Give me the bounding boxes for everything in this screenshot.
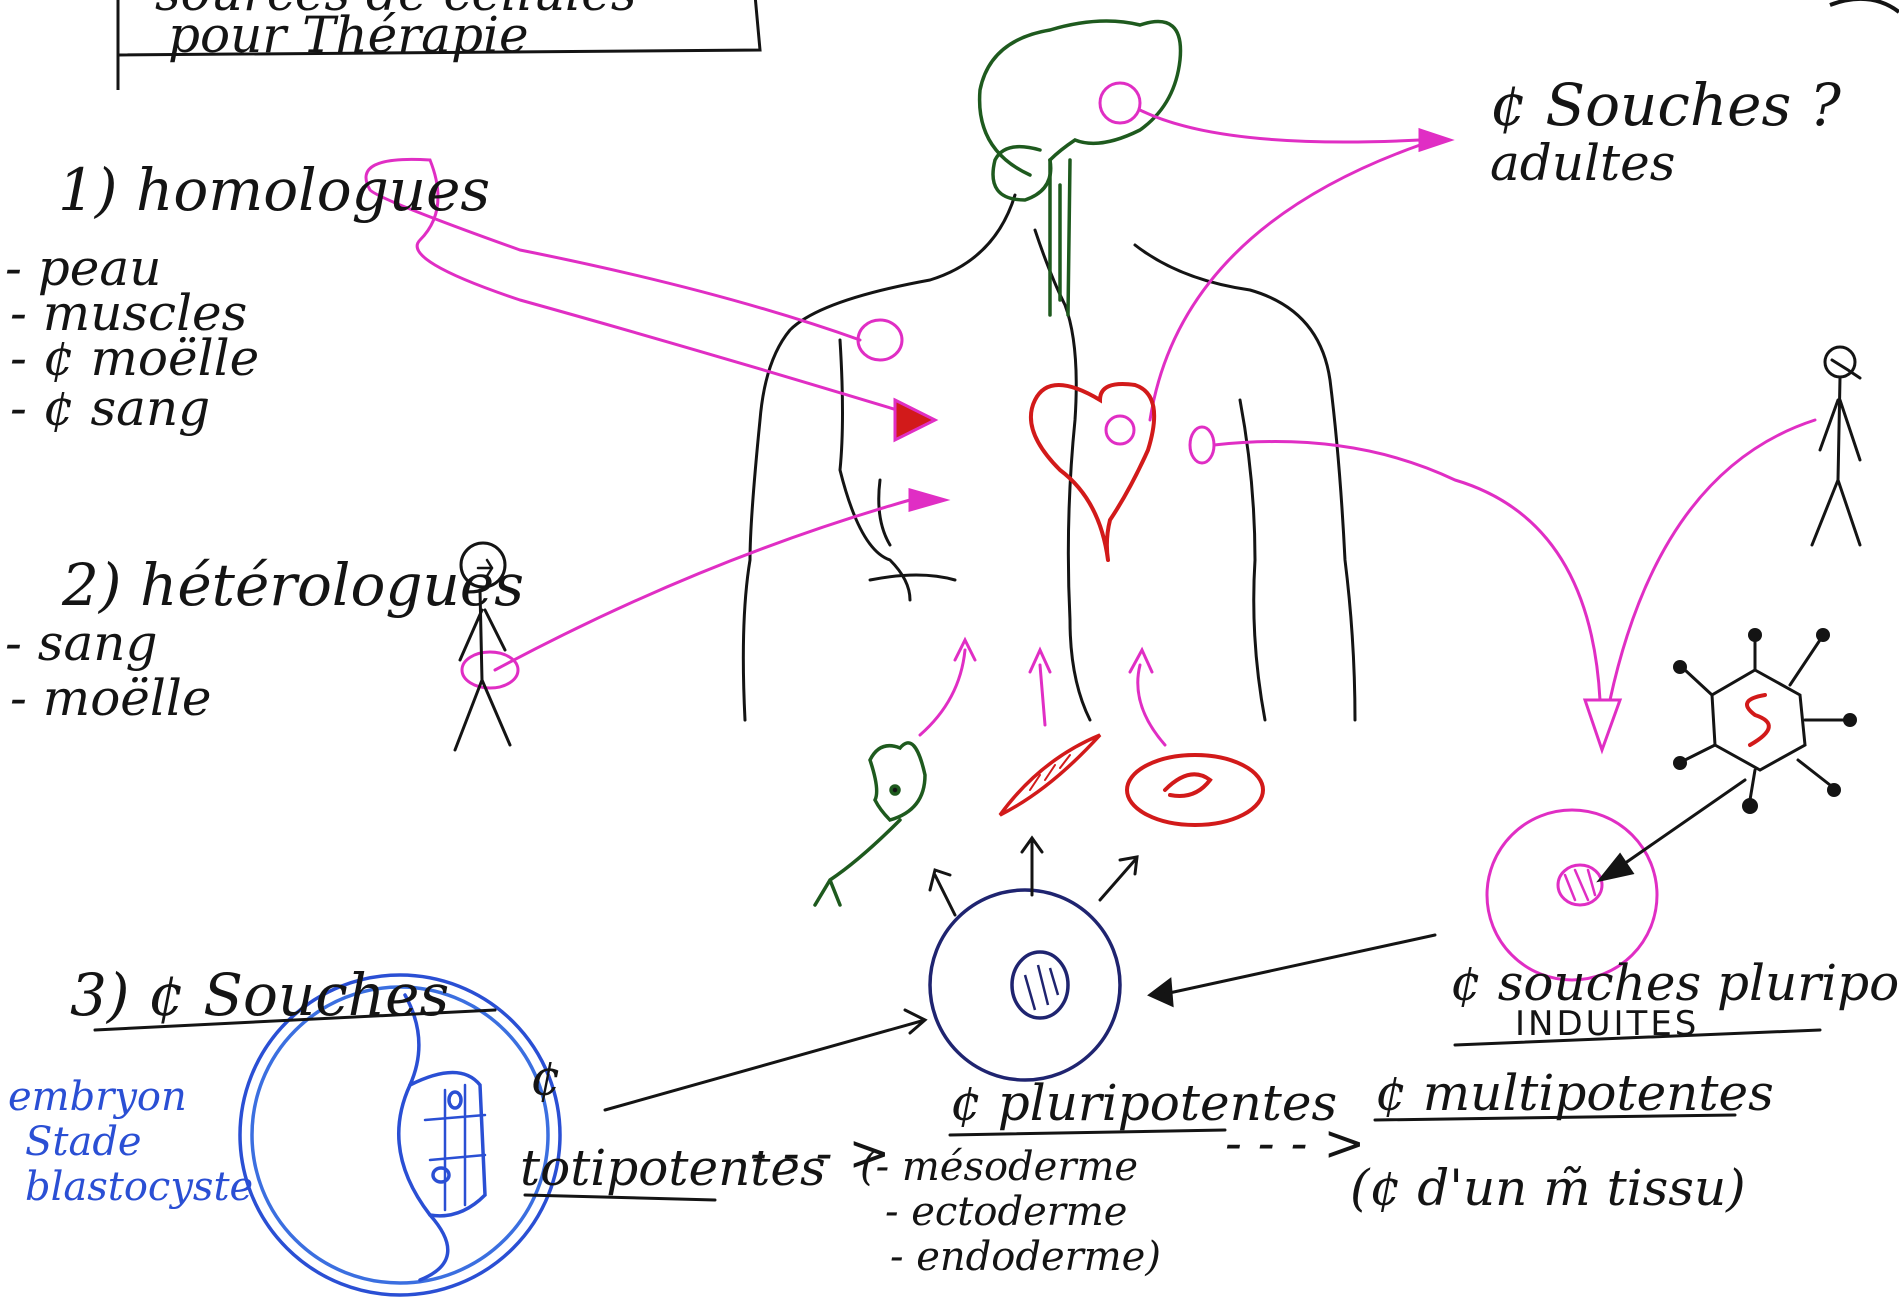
germ-layer-2: - ectoderme (885, 1189, 1127, 1235)
brain (980, 21, 1181, 315)
header-line2: pour Thérapie (168, 6, 529, 64)
neuron-cell (815, 743, 925, 905)
graft-arrowhead-1 (895, 400, 935, 440)
section-heterologues-title: 2) hétérologues (61, 551, 524, 619)
germ-layer-1: (- mésoderme (860, 1144, 1138, 1190)
totipotent-symbol: ¢ (530, 1049, 562, 1107)
section-souches-title: 3) ¢ Souches (70, 961, 449, 1029)
pluripotent-arrows (605, 838, 1435, 1110)
section-homologues-title: 1) homologues (58, 156, 490, 224)
embryo-label-1: embryon (8, 1074, 187, 1120)
ips-label-induites: INDUITES (1515, 1004, 1699, 1044)
germ-layer-3: - endoderme) (890, 1234, 1161, 1280)
patient-stick-figure (1812, 347, 1860, 545)
graft-skin-circle (858, 320, 902, 360)
heterologues-item-sang: - sang (5, 614, 157, 672)
adult-arrowhead (1420, 130, 1450, 150)
dots-arrow-2: - - - > (1225, 1114, 1365, 1172)
multipotent-label: ¢ multipotentes (1375, 1064, 1774, 1122)
ips-arrowhead (1585, 700, 1620, 750)
ips-nucleus (1558, 865, 1602, 905)
magenta-arrows (366, 83, 1815, 980)
donor-circle (462, 652, 518, 688)
heart-icon (1031, 384, 1154, 560)
pluripotent-cell (930, 890, 1120, 1080)
embryo-label-2: Stade (25, 1119, 142, 1165)
embryo-label-3: blastocyste (25, 1164, 253, 1210)
homologues-item-sang: - ¢ sang (10, 379, 210, 437)
corner-mark (1830, 0, 1899, 12)
virus-arrowhead (1600, 855, 1632, 880)
heart-inner-circle (1106, 416, 1134, 444)
multipotent-sublabel: (¢ d'un m̃ tissu) (1350, 1159, 1746, 1217)
heterologues-item-moelle: - moëlle (10, 669, 211, 727)
patient-cell (1190, 427, 1214, 463)
differentiation-arrows (920, 640, 1165, 745)
muscle-cell (1000, 735, 1100, 815)
brain-cell (1100, 83, 1140, 123)
graft-arrowhead-2 (910, 490, 945, 510)
adult-stem-label: ¢ Souches ? (1490, 71, 1842, 139)
red-blood-cell (1127, 755, 1263, 825)
adult-stem-label-2: adultes (1490, 134, 1675, 192)
